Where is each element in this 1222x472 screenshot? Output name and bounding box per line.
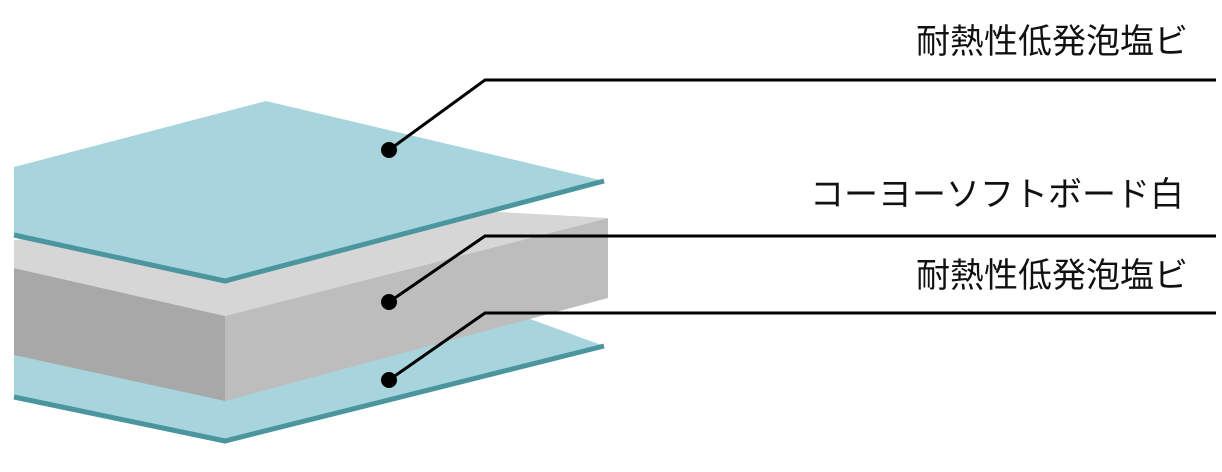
board-left-face bbox=[14, 268, 225, 401]
top-pvc-sheet bbox=[13, 101, 605, 284]
leader-middle bbox=[381, 234, 1216, 310]
board-right-face bbox=[225, 218, 608, 401]
leader-middle-dot bbox=[381, 294, 397, 310]
bottom-layer-label: 耐熱性低発泡塩ビ bbox=[916, 256, 1188, 296]
middle-layer-label: コーヨーソフトボード白 bbox=[810, 175, 1184, 215]
leader-bottom-line bbox=[388, 311, 1216, 382]
leader-middle-line bbox=[388, 234, 1216, 304]
leader-top bbox=[381, 78, 1216, 158]
leader-bottom-dot bbox=[381, 372, 397, 388]
leader-top-line bbox=[388, 78, 1216, 152]
top-layer-label: 耐熱性低発泡塩ビ bbox=[916, 22, 1188, 62]
bottom-pvc-edge bbox=[13, 343, 605, 444]
leader-bottom bbox=[381, 311, 1216, 388]
top-pvc-face bbox=[14, 101, 604, 281]
top-pvc-edge bbox=[13, 178, 605, 284]
leader-top-dot bbox=[381, 142, 397, 158]
